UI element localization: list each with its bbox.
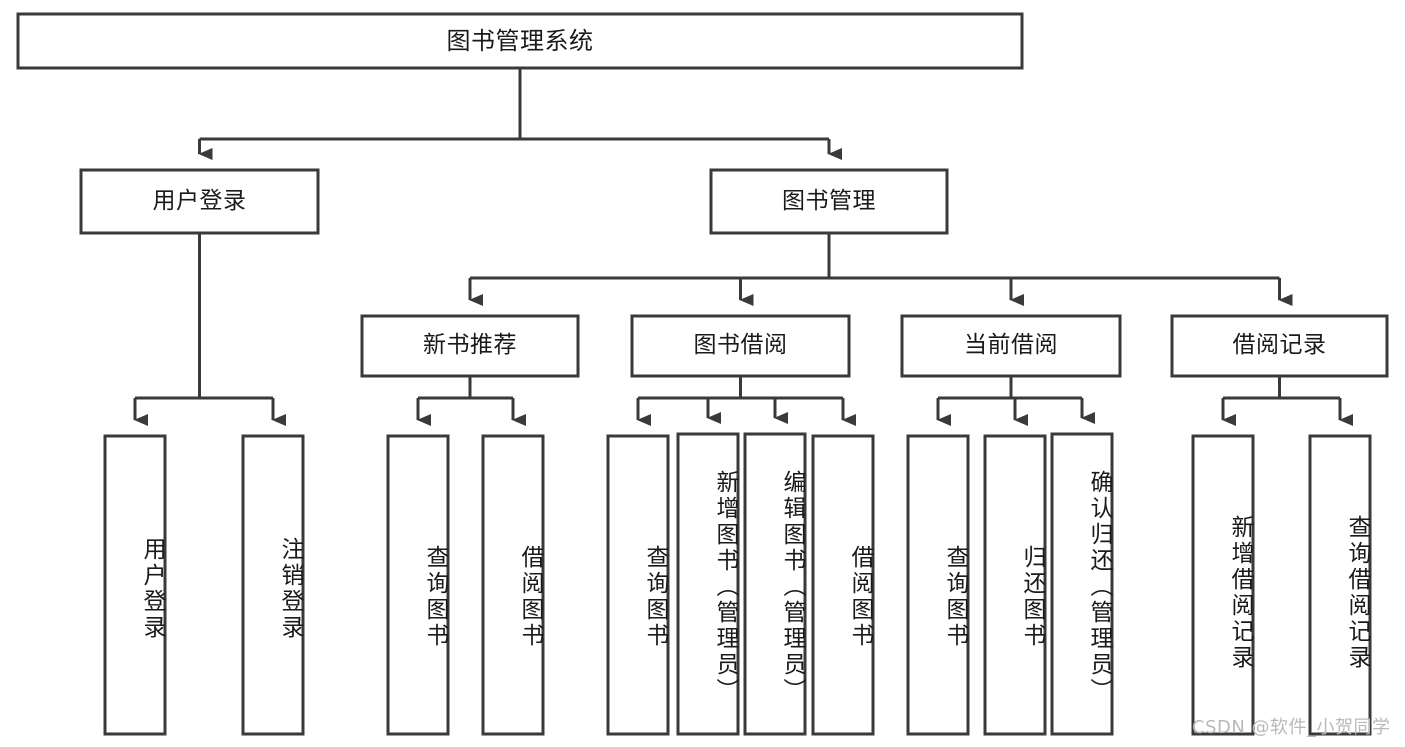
node-leaf-query-book-current[interactable] [906, 434, 970, 736]
node-root[interactable] [16, 12, 1024, 70]
node-new-book-recommend[interactable] [360, 314, 580, 378]
connector-recommend-to-leaves [416, 376, 526, 426]
node-leaf-add-book-admin[interactable] [676, 432, 740, 736]
node-user-login[interactable] [79, 168, 320, 235]
node-leaf-add-borrow-record[interactable] [1191, 434, 1255, 736]
connector-currentborrow-to-leaves [936, 376, 1095, 426]
connector-userlogin-to-leaves [133, 233, 286, 426]
node-book-management[interactable] [709, 168, 949, 235]
connector-bookborrow-to-leaves [636, 376, 856, 426]
node-leaf-borrow-book[interactable] [811, 434, 875, 736]
node-leaf-query-book-recommend[interactable] [386, 434, 450, 736]
node-borrow-record[interactable] [1170, 314, 1389, 378]
csdn-watermark: CSDN @软件_小贺同学 [1192, 717, 1391, 738]
node-leaf-borrow-book-recommend[interactable] [481, 434, 545, 736]
node-current-borrow[interactable] [900, 314, 1122, 378]
connector-root-to-level1 [198, 68, 842, 160]
node-leaf-user-login[interactable] [103, 434, 167, 736]
node-leaf-return-book[interactable] [983, 434, 1047, 736]
node-leaf-edit-book-admin[interactable] [743, 432, 807, 736]
node-leaf-user-logout[interactable] [241, 434, 305, 736]
connector-bookmgmt-to-level2 [468, 233, 1293, 306]
connector-borrowrecord-to-leaves [1221, 376, 1353, 426]
node-leaf-confirm-return-admin[interactable] [1050, 432, 1114, 736]
node-leaf-query-book-borrow[interactable] [606, 434, 670, 736]
node-book-borrow[interactable] [630, 314, 851, 378]
node-leaf-query-borrow-record[interactable] [1308, 434, 1372, 736]
